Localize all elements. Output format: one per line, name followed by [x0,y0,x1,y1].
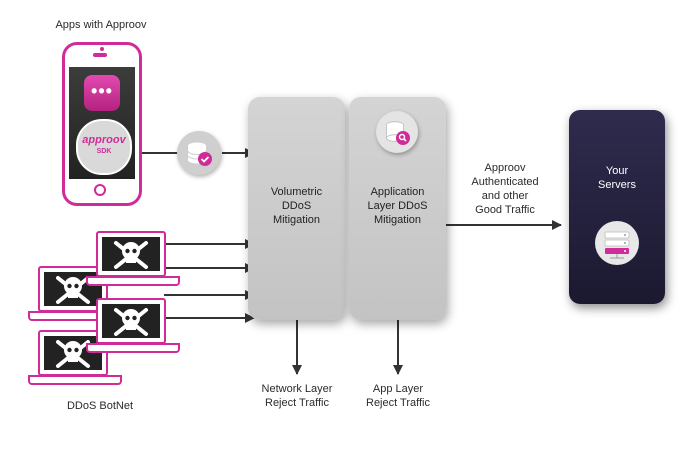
your-servers-line2: Servers [598,179,636,191]
approov-logo-text: approov [82,134,126,146]
your-servers-line1: Your [605,165,629,177]
volumetric-ddos-mitigation-block: Volumetric DDoS Mitigation [248,97,345,320]
app-layer-badge [376,111,418,153]
server-badge [595,221,639,265]
network-reject-label: Network Layer Reject Traffic [247,382,347,410]
server-rack-icon [604,231,630,259]
phone-screen: ••• approov SDK [69,67,135,179]
phone-home-button [94,184,106,196]
database-search-icon [386,121,410,145]
skull-icon [56,276,90,304]
phone-speaker [93,53,107,57]
phone-device: ••• approov SDK [62,42,142,206]
sdk-text: SDK [96,148,112,155]
app-reject-line2: Reject Traffic [366,397,430,409]
good-traffic-line1: Approov [484,162,526,174]
skull-icon [56,340,90,368]
volumetric-label-line1: Volumetric [270,186,323,198]
network-reject-line2: Reject Traffic [265,397,329,409]
good-traffic-label: Approov Authenticated and other Good Tra… [455,161,555,217]
app-icon-dots: ••• [91,81,113,101]
application-label-line2: Layer DDoS [367,200,428,212]
approov-sdk-badge: approov SDK [76,119,132,175]
application-label-line1: Application [370,186,425,198]
good-traffic-line3: and other [481,190,529,202]
app-reject-label: App Layer Reject Traffic [348,382,448,410]
app-icon: ••• [84,75,120,111]
database-check-icon [187,142,212,166]
good-traffic-line4: Good Traffic [475,204,535,216]
phone-camera [100,47,104,51]
application-ddos-mitigation-block: Application Layer DDoS Mitigation [349,97,446,320]
application-label-line3: Mitigation [373,214,422,226]
network-reject-line1: Network Layer [261,383,333,395]
app-reject-line1: App Layer [372,383,424,395]
skull-icon [114,308,148,336]
volumetric-label-line2: DDoS [281,200,312,212]
volumetric-label-line3: Mitigation [272,214,321,226]
apps-with-approov-label: Apps with Approov [55,19,147,31]
good-traffic-line2: Authenticated [471,176,539,188]
your-servers-block: Your Servers [569,110,665,304]
skull-icon [114,241,148,269]
ddos-botnet-label: DDoS BotNet [66,400,134,412]
approov-check-badge [177,131,221,175]
